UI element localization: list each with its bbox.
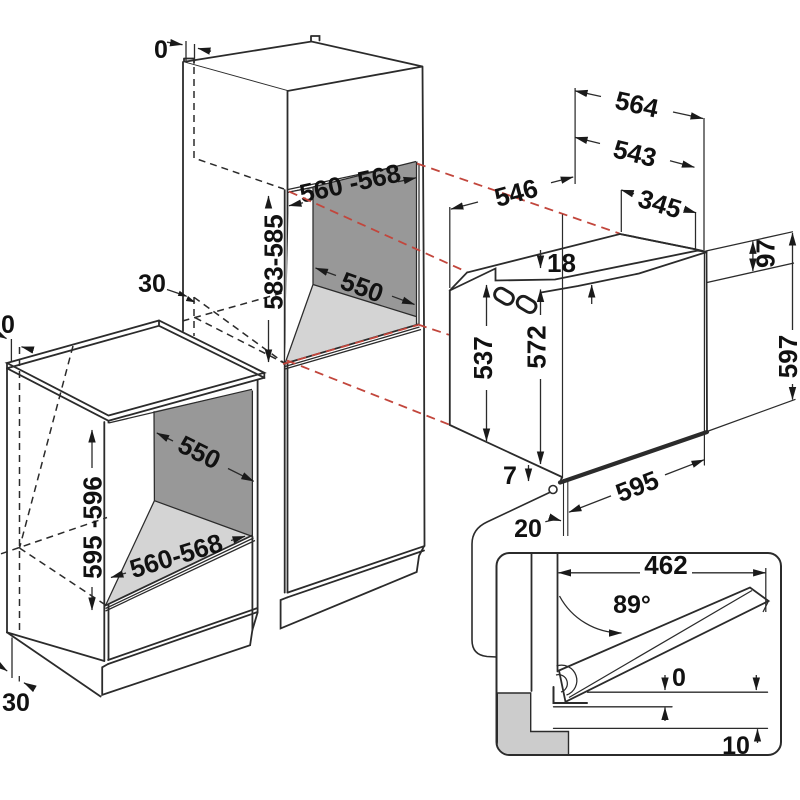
- svg-text:30: 30: [2, 689, 30, 717]
- svg-text:462: 462: [644, 550, 687, 580]
- svg-text:583-585: 583-585: [259, 214, 289, 309]
- svg-text:30: 30: [138, 270, 166, 298]
- svg-text:10: 10: [722, 732, 750, 760]
- svg-text:0: 0: [1, 311, 15, 339]
- svg-text:572: 572: [522, 325, 552, 368]
- svg-text:0: 0: [154, 36, 168, 64]
- svg-text:537: 537: [468, 336, 498, 379]
- svg-text:20: 20: [514, 515, 542, 543]
- svg-text:89°: 89°: [613, 591, 651, 619]
- svg-text:597: 597: [773, 335, 800, 378]
- svg-text:0: 0: [672, 664, 686, 692]
- svg-text:18: 18: [547, 248, 576, 278]
- svg-text:7: 7: [503, 462, 517, 490]
- svg-text:97: 97: [751, 239, 781, 268]
- svg-text:595 -596: 595 -596: [78, 476, 108, 579]
